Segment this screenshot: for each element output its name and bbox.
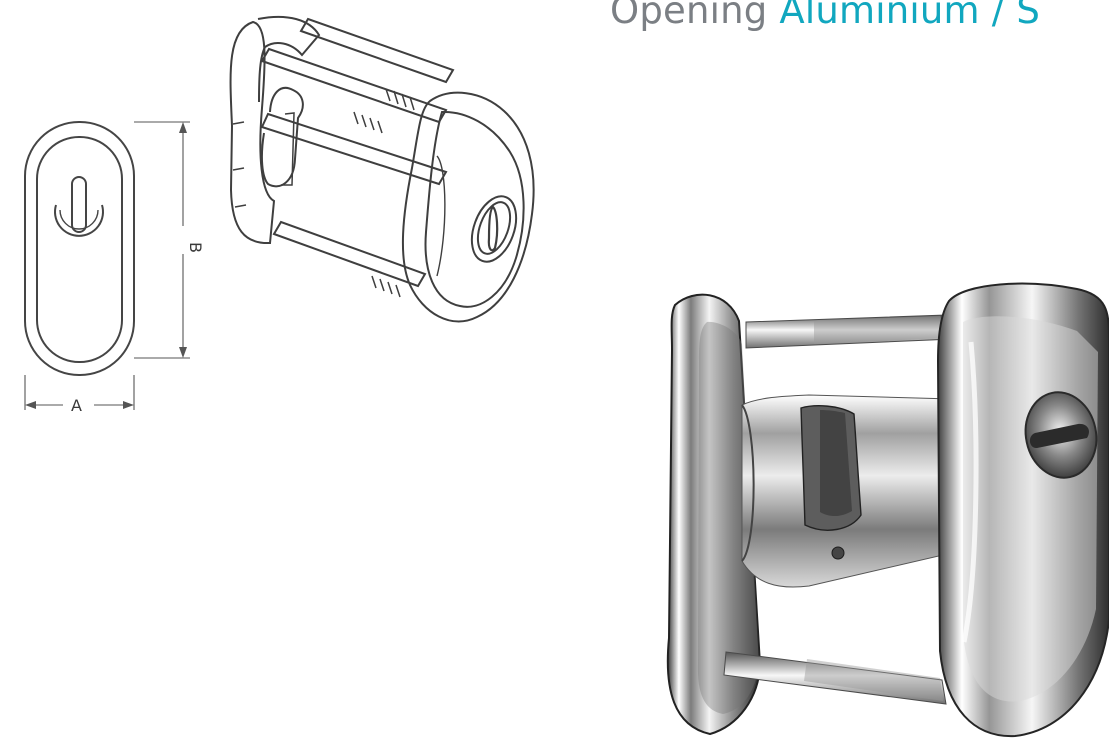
technical-drawing: A B — [24, 15, 535, 415]
top-rod-upper — [260, 47, 448, 124]
dimension-b-bottom-arrow — [179, 347, 187, 358]
upper-threads — [385, 88, 415, 111]
lower-threads — [371, 275, 401, 298]
photo-cylinder — [741, 394, 957, 588]
dimension-a-label: A — [71, 396, 82, 415]
product-photo — [666, 282, 1109, 738]
photo-front-cap — [936, 282, 1109, 738]
dimension-lines — [24, 121, 190, 410]
front-key-slot — [71, 176, 87, 233]
front-cap-key-slot — [487, 205, 499, 252]
front-cap-key-ring-inner — [476, 201, 512, 255]
front-cap-key-ring — [470, 195, 518, 263]
front-cap-highlight — [436, 155, 446, 277]
rear-plate-outline — [229, 20, 276, 245]
dimension-b-top-arrow — [179, 122, 187, 133]
front-key-rim — [54, 204, 104, 237]
front-cap-inner — [424, 110, 525, 308]
dimension-b-label: B — [186, 242, 205, 253]
front-outer-outline — [24, 121, 135, 376]
rear-plate-top-edge — [257, 15, 321, 103]
isometric-drawing — [229, 15, 535, 323]
page-title: Opening Aluminium / S — [610, 0, 1040, 29]
rear-plate-cylinder-cutout — [260, 86, 304, 188]
title-part-accent: Aluminium / S — [779, 0, 1041, 32]
rear-plate-cylinder-profile — [281, 112, 295, 186]
rear-plate-notches — [232, 121, 247, 208]
title-part-gray: Opening — [610, 0, 780, 32]
rod-threads — [353, 88, 415, 298]
dimension-a-left-arrow — [25, 401, 36, 409]
top-rod-back — [299, 17, 455, 84]
middle-threads — [353, 111, 383, 134]
front-inner-outline — [36, 136, 123, 363]
front-key-inner-rim — [59, 209, 99, 230]
bottom-rod — [272, 220, 427, 288]
dimension-a-right-arrow — [123, 401, 134, 409]
photo-rods — [723, 314, 954, 705]
front-cap-outline — [401, 91, 535, 323]
top-rod-lower — [260, 112, 448, 186]
front-view-drawing — [24, 121, 135, 376]
